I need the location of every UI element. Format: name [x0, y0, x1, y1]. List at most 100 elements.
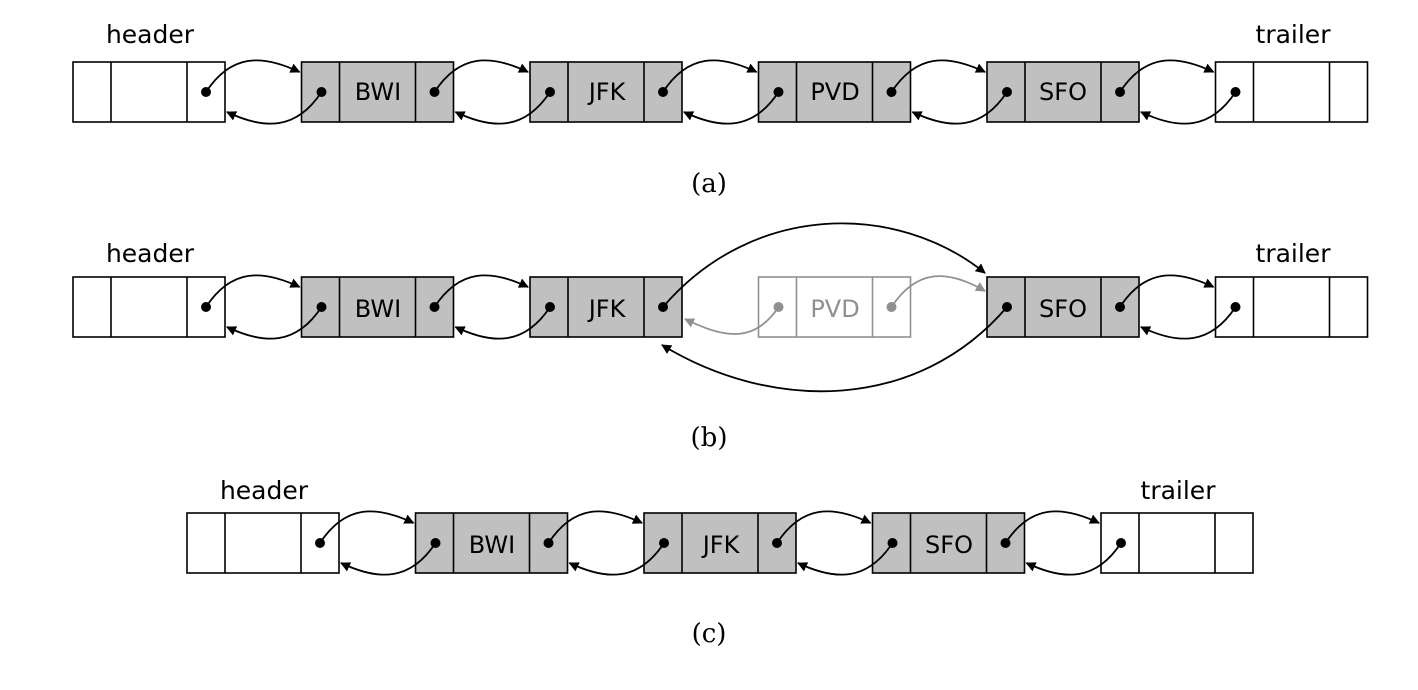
header-label: header: [220, 476, 309, 505]
header-sentinel-box: [186, 512, 340, 574]
node-outline: [871, 512, 1026, 574]
next-link-arrow: [205, 274, 301, 308]
sentinel-outline: [1214, 276, 1369, 338]
prev-link-arrow: [1140, 91, 1237, 125]
node-jfk: JFK: [529, 276, 683, 338]
node-sfo: SFO: [986, 61, 1140, 123]
node-label: BWI: [469, 531, 515, 559]
node-outline: [643, 512, 797, 574]
trailer-sentinel-box: [1214, 61, 1369, 123]
next-link-arrow: [433, 274, 529, 308]
sentinel-outline: [186, 512, 340, 574]
node-box: [643, 512, 797, 574]
node-box: [529, 61, 683, 123]
node-label: BWI: [355, 78, 401, 106]
node-label: PVD: [810, 295, 859, 323]
prev-link-arrow: [454, 306, 551, 340]
node-sfo: SFO: [871, 512, 1026, 574]
node-outline: [986, 61, 1140, 123]
next-link-arrow: [433, 59, 529, 93]
sentinel-outline: [72, 61, 226, 123]
next-link-arrow: [1119, 59, 1215, 93]
node-box: [986, 61, 1140, 123]
next-link-arrow: [890, 59, 986, 93]
prev-link-arrow: [568, 542, 665, 576]
node-outline: [757, 276, 912, 338]
new-prev-link-arrow: [661, 306, 1008, 393]
node-label: JFK: [587, 295, 627, 323]
node-box: [300, 61, 455, 123]
node-label: BWI: [355, 295, 401, 323]
node-bwi: BWI: [414, 512, 569, 574]
next-link-arrow: [1119, 274, 1215, 308]
new-next-link-arrow: [662, 222, 986, 308]
node-bwi: BWI: [300, 276, 455, 338]
prev-link-arrow: [797, 542, 894, 576]
link-arrows: [319, 510, 1122, 576]
prev-link-arrow: [226, 91, 323, 125]
panel-caption: (b): [691, 423, 728, 453]
node-label: SFO: [1039, 78, 1087, 106]
node-label: SFO: [925, 531, 973, 559]
node-outline: [986, 276, 1140, 338]
node-outline: [529, 61, 683, 123]
prev-link-arrow: [1140, 306, 1237, 340]
panel-b: header trailer BWI JFK PVD SFO (b): [72, 222, 1369, 453]
stale-prev-arrow: [684, 306, 780, 335]
panel-c: header trailer BWI JFK SFO (c): [186, 476, 1254, 649]
trailer-label: trailer: [1256, 239, 1332, 268]
link-arrows: [205, 222, 1237, 393]
panel-caption: (c): [692, 619, 727, 649]
header-sentinel-box: [72, 276, 226, 338]
node-jfk: JFK: [529, 61, 683, 123]
removed-node-pvd: PVD: [757, 276, 912, 338]
header-label: header: [106, 239, 195, 268]
node-label: SFO: [1039, 295, 1087, 323]
trailer-sentinel-box: [1214, 276, 1369, 338]
prev-link-arrow: [1025, 542, 1122, 576]
prev-link-arrow: [226, 306, 323, 340]
trailer-label: trailer: [1141, 476, 1217, 505]
node-bwi: BWI: [300, 61, 455, 123]
node-box: [529, 276, 683, 338]
panel-caption: (a): [691, 169, 727, 199]
sentinel-outline: [1100, 512, 1254, 574]
node-outline: [529, 276, 683, 338]
node-label: JFK: [701, 531, 741, 559]
node-sfo: SFO: [986, 276, 1140, 338]
node-outline: [757, 61, 912, 123]
node-outline: [300, 61, 455, 123]
node-box: [871, 512, 1026, 574]
trailer-sentinel-box: [1100, 512, 1254, 574]
prev-link-arrow: [454, 91, 551, 125]
node-outline: [300, 276, 455, 338]
header-sentinel-box: [72, 61, 226, 123]
node-pvd: PVD: [757, 61, 912, 123]
trailer-label: trailer: [1256, 20, 1332, 49]
stale-next-arrow: [890, 275, 986, 308]
next-link-arrow: [1004, 510, 1100, 544]
prev-link-arrow: [340, 542, 437, 576]
link-arrows: [205, 59, 1237, 125]
node-outline: [414, 512, 569, 574]
node-box: [757, 276, 912, 338]
sentinel-outline: [1214, 61, 1369, 123]
node-jfk: JFK: [643, 512, 797, 574]
node-box: [757, 61, 912, 123]
panel-a: header trailer BWI JFK PVD SFO (a): [72, 20, 1369, 199]
prev-link-arrow: [911, 91, 1008, 125]
node-box: [414, 512, 569, 574]
node-box: [300, 276, 455, 338]
node-label: JFK: [587, 78, 627, 106]
node-box: [986, 276, 1140, 338]
next-link-arrow: [547, 510, 643, 544]
next-link-arrow: [205, 59, 301, 93]
node-label: PVD: [810, 78, 859, 106]
next-link-arrow: [662, 59, 758, 93]
header-label: header: [106, 20, 195, 49]
prev-link-arrow: [683, 91, 780, 125]
next-link-arrow: [319, 510, 415, 544]
next-link-arrow: [776, 510, 872, 544]
sentinel-outline: [72, 276, 226, 338]
